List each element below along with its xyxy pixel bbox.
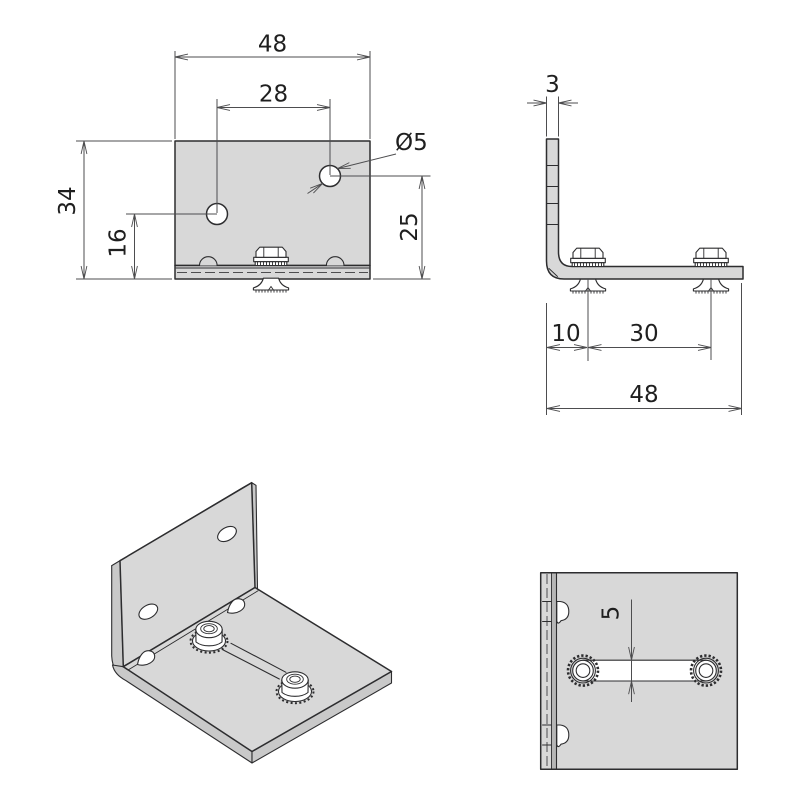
angle-profile [545, 138, 744, 280]
front-view: 48 28 Ø5 34 16 25 [55, 32, 431, 293]
mounting-hole-iso [217, 525, 237, 543]
mounting-hole-iso [138, 603, 159, 620]
dim-front-overall-height: 34 [55, 186, 81, 215]
flange-nut-bottom [689, 654, 723, 687]
lance-tab [556, 724, 570, 748]
dim-side-stud-offset: 10 [551, 321, 580, 347]
bend-zone [551, 573, 557, 769]
lance-tab-iso [136, 650, 156, 666]
dim-side-thickness: 3 [545, 72, 560, 98]
dim-front-overall-width: 48 [258, 32, 287, 58]
dim-front-hole-diameter: Ø5 [395, 130, 428, 156]
horizontal-plate-iso [122, 586, 393, 753]
dim-bottom-slot-width: 5 [599, 606, 625, 621]
dim-front-left-hole-height: 16 [106, 228, 132, 257]
flange-nut-iso [275, 671, 315, 705]
slot-iso [222, 642, 287, 680]
dim-side-stud-spacing: 30 [629, 321, 658, 347]
lance-tab-edge [198, 256, 218, 267]
dim-front-right-hole-height: 25 [397, 212, 423, 241]
lance-tab-edge [325, 256, 345, 267]
slot [583, 660, 706, 681]
hole-edge-lines [546, 165, 559, 225]
vertical-plate-face [174, 140, 371, 267]
isometric-view [111, 481, 393, 764]
lance-tab-iso [226, 598, 246, 614]
bottom-view: 5 [539, 571, 739, 771]
flange-nut-bottom [566, 654, 600, 687]
flange-nut-iso [189, 620, 229, 654]
lance-tab [556, 600, 570, 624]
dim-side-overall-depth: 48 [629, 382, 658, 408]
side-view: 3 10 30 48 [527, 72, 744, 415]
dim-front-hole-spacing: 28 [259, 82, 288, 108]
